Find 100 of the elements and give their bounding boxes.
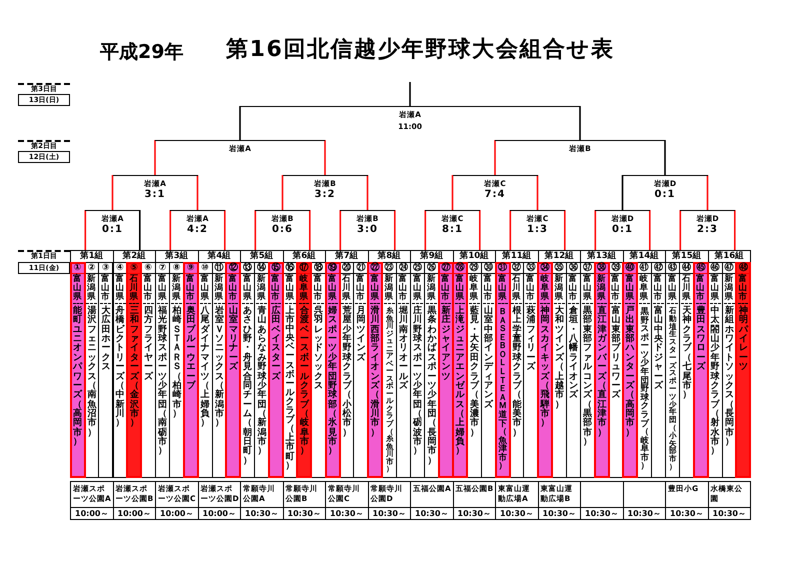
prefecture-label: 富山市 [313, 275, 323, 302]
team-name: 新組ホワイトソックス（長岡市） [724, 307, 734, 448]
team-column [692, 262, 709, 478]
bracket-line [112, 175, 114, 210]
team-column [494, 262, 511, 478]
team-number: ⑳ [342, 263, 352, 273]
prefecture-label: 石川県 [512, 275, 522, 302]
bracket-line [224, 210, 226, 250]
team-number: ㊷ [654, 263, 663, 273]
team-number: ⑯ [286, 263, 295, 273]
team-name: 広田ベイスターズ [270, 307, 281, 382]
team-column [452, 262, 468, 478]
prefecture-label: 岐阜県 [469, 275, 479, 302]
team-name: 黒部東部ファルコンズ（黒部市） [582, 307, 593, 448]
prefecture-label: 富山市 [356, 275, 366, 302]
time-cell: 10:00～ [70, 507, 114, 520]
team-name: あさひ野・舟見合同チーム（朝日町） [242, 307, 253, 466]
team-number: ⑭ [257, 263, 266, 273]
score-label: 1:3 [527, 224, 548, 236]
team-number: ㊵ [626, 263, 635, 273]
team-number: ⑩ [201, 263, 209, 273]
prefecture-label: 富山県 [710, 275, 720, 302]
score-label: 3:2 [314, 189, 336, 201]
team-number: ④ [116, 263, 124, 273]
team-column [353, 262, 368, 478]
team-name: 山室マリナーズ [228, 307, 238, 373]
team-column [98, 262, 114, 478]
prefecture-label: 富山県 [328, 275, 338, 302]
team-number: ㊺ [696, 263, 706, 273]
prefecture-label: 富山県 [115, 275, 125, 302]
bracket-line [84, 210, 86, 250]
team-column [480, 262, 496, 478]
page-title: 第16回北信越少年野球大会組合せ表 [226, 37, 615, 63]
team-number: ③ [102, 263, 110, 273]
team-name: 岩室Ｖソニックス（新潟市） [214, 307, 224, 429]
team-number: ㉛ [498, 263, 508, 273]
score-label: 0:1 [102, 224, 123, 236]
team-name: 富山東部ブリュワーズ [610, 307, 621, 401]
prefecture-label: 新潟県 [724, 275, 734, 302]
team-number: ⑨ [186, 263, 195, 273]
prefecture-label: 新潟県 [384, 275, 394, 302]
bracket-line [680, 210, 682, 250]
bracket-line [409, 82, 411, 106]
team-number: ㊹ [682, 263, 692, 273]
prefecture-label: 新潟県 [172, 275, 182, 302]
team-column [155, 262, 170, 478]
prefecture-label: 富山市 [653, 275, 663, 302]
team-number: ㊽ [738, 263, 748, 273]
team-column [537, 262, 554, 478]
prefecture-label: 富山県 [158, 275, 168, 302]
team-number: ① [74, 263, 82, 273]
prefecture-label: 富山市 [568, 275, 578, 302]
bracket-line [452, 175, 454, 210]
time-cell: 10:30～ [282, 507, 326, 520]
bracket-line [394, 210, 396, 250]
team-name: 堀川南オリオールズ [398, 307, 408, 392]
year-label: 平成29年 [100, 40, 184, 65]
team-column [182, 262, 199, 478]
prefecture-label: 富山市 [610, 275, 620, 302]
team-number: ㉕ [413, 263, 422, 273]
prefecture-label: 富山市 [696, 275, 706, 302]
team-name: 滑川西部ライオンズ（滑川市） [370, 307, 380, 438]
team-column [396, 262, 411, 478]
bracket-line [479, 210, 481, 250]
team-name: 月岡ツインズ [356, 307, 366, 364]
time-cell: 10:30～ [240, 507, 284, 520]
team-number: ㉒ [370, 263, 380, 273]
team-column [679, 262, 694, 478]
prefecture-label: 新潟県 [86, 275, 96, 302]
team-number: ⑰ [300, 263, 309, 273]
team-number: ㊲ [583, 263, 592, 273]
team-name: 藍見・大矢田クラブ（美濃市） [469, 307, 480, 438]
prefecture-label: 新潟県 [214, 275, 224, 302]
team-name: 天神クラブ（七尾市） [682, 307, 692, 401]
prefecture-label: 石川県 [129, 275, 139, 302]
team-column [169, 262, 184, 478]
time-cell: 10:30～ [495, 507, 538, 520]
team-column [268, 262, 284, 478]
team-name: 奥田ブルーウエーブ [186, 307, 196, 392]
prefecture-label: 富山県 [370, 275, 380, 302]
bracket-line [622, 175, 624, 210]
prefecture-label: 富山県 [498, 275, 508, 302]
team-name: 上滝ジュニアエンゼルス（上婦負） [455, 307, 466, 457]
bracket-line [324, 140, 326, 175]
match-bracket [240, 106, 580, 132]
team-column [424, 262, 440, 478]
bracket-line [139, 210, 141, 250]
team-name: 舟橋ビクトリーズ（中新川） [115, 307, 126, 429]
prefecture-label: 富山県 [72, 275, 82, 302]
score-label: 8:1 [442, 224, 463, 236]
prefecture-label: 富山市 [186, 275, 196, 302]
team-name: 倉垣・八幡ライオンズ [568, 307, 578, 401]
time-cell: 10:30～ [325, 507, 368, 520]
team-column [665, 262, 680, 478]
team-name: 戸出東部ハンターズ（高岡市） [625, 307, 636, 438]
score-label: 0:1 [612, 224, 633, 236]
team-name: 黒条わかばスポーツ少年団（長岡市） [426, 307, 437, 466]
team-name: 富山中央ドジャーズ [653, 307, 664, 392]
score-label: 2:3 [697, 224, 718, 236]
bracket-line [734, 210, 736, 250]
